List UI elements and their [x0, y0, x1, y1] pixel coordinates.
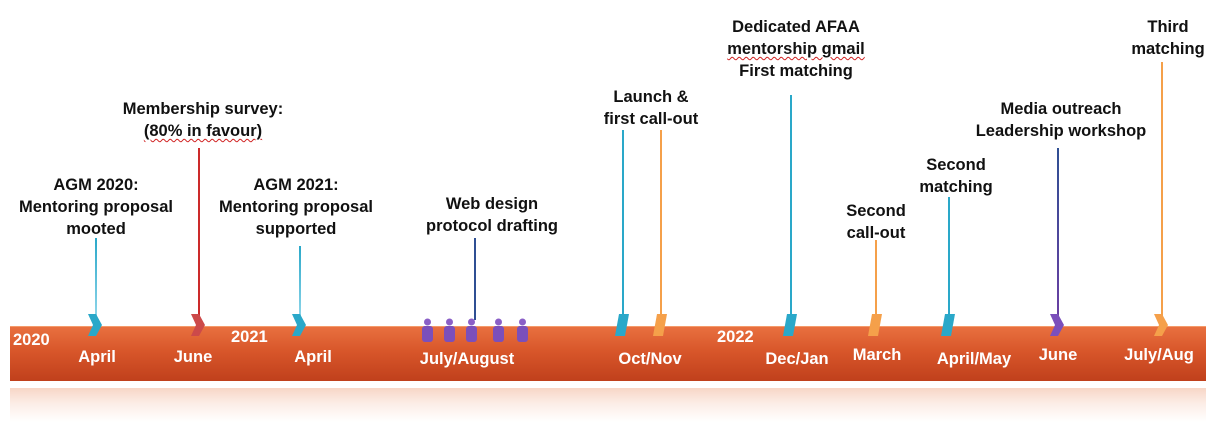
month-label-march: March — [852, 346, 902, 364]
month-label-june-2022: June — [1038, 346, 1078, 364]
chevron-marker-june-2020 — [191, 314, 205, 336]
month-label-dec-jan: Dec/Jan — [765, 350, 829, 368]
event-label-membership-survey: Membership survey: (80% in favour) — [122, 100, 284, 140]
event-label-media-outreach: Media outreach Leadership workshop — [975, 100, 1147, 140]
year-label-2020: 2020 — [13, 331, 50, 349]
month-label-april-2020: April — [78, 348, 116, 366]
parallelogram-marker-march — [868, 314, 882, 336]
chevron-marker-july-aug-2022 — [1154, 314, 1168, 336]
year-label-2021: 2021 — [231, 328, 268, 346]
chevron-marker-april-2020 — [88, 314, 102, 336]
month-label-july-aug: July/Aug — [1124, 346, 1194, 364]
parallelogram-marker-april-may — [941, 314, 955, 336]
month-label-april-2021: April — [294, 348, 332, 366]
month-label-june-2020: June — [173, 348, 213, 366]
parallelogram-marker-oct-teal — [615, 314, 629, 336]
month-label-oct-nov: Oct/Nov — [618, 350, 682, 368]
stem-web-design — [474, 238, 476, 320]
stem-agm-2021 — [299, 246, 301, 318]
stem-launch-orange — [660, 130, 662, 318]
person-icon — [493, 318, 504, 342]
parallelogram-marker-dec — [783, 314, 797, 336]
chevron-marker-june-2022 — [1050, 314, 1064, 336]
event-label-web-design: Web design protocol drafting — [426, 195, 558, 235]
parallelogram-marker-oct-orange — [653, 314, 667, 336]
chevron-marker-april-2021 — [292, 314, 306, 336]
event-label-launch: Launch & first call-out — [603, 88, 699, 128]
event-label-agm-2020: AGM 2020: Mentoring proposal mooted — [19, 176, 173, 238]
stem-second-matching — [948, 197, 950, 318]
timeline-bar-reflection — [10, 388, 1206, 422]
stem-launch — [622, 130, 624, 318]
event-label-second-callout: Second call-out — [846, 202, 906, 242]
event-label-agm-2021: AGM 2021: Mentoring proposal supported — [219, 176, 373, 238]
stem-media-outreach — [1057, 148, 1059, 318]
stem-third-matching — [1161, 62, 1163, 318]
event-label-second-matching: Second matching — [919, 156, 993, 196]
stem-dedicated-gmail — [790, 95, 792, 318]
person-icon — [444, 318, 455, 342]
event-label-dedicated-gmail: Dedicated AFAA mentorship gmail First ma… — [727, 18, 865, 80]
year-label-2022: 2022 — [717, 328, 754, 346]
event-label-third-matching: Third matching — [1131, 18, 1205, 58]
person-icon — [517, 318, 528, 342]
survey-percent: (80% in favour) — [143, 122, 263, 140]
timeline-bar — [10, 326, 1206, 381]
person-icon — [466, 318, 477, 342]
month-label-july-august: July/August — [419, 350, 515, 368]
person-icon — [422, 318, 433, 342]
month-label-april-may: April/May — [936, 350, 1012, 368]
stem-second-callout — [875, 240, 877, 318]
stem-membership-survey — [198, 148, 200, 318]
stem-agm-2020 — [95, 238, 97, 318]
